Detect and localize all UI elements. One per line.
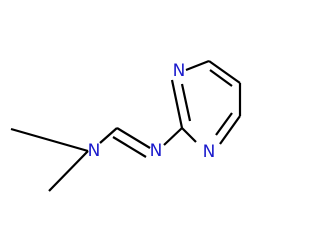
- ring-bond-c6-c5-inner: [209, 69, 233, 87]
- bond-ch-n-double-a: [116, 127, 151, 149]
- bond-n-ring: [163, 127, 183, 146]
- bond-n-ch: [99, 127, 118, 144]
- ring-bond-n1-c6: [185, 59, 210, 72]
- ring-bond-c4-n3-inner: [215, 112, 233, 136]
- ring-bond-c6-c5: [208, 60, 241, 84]
- atom-labels: N N N N: [88, 61, 216, 162]
- ring-bond-c2-n1: [170, 79, 184, 129]
- atom-label-ring-n-bottom: N: [203, 142, 216, 162]
- bond-methyl-bottom: [48, 150, 89, 192]
- ring-bond-c2-n1-inner: [180, 83, 192, 122]
- bonds: [10, 59, 242, 192]
- molecule-canvas: N N N N: [10, 59, 242, 192]
- atom-label-imine-n: N: [150, 141, 163, 161]
- bond-methyl-top: [10, 127, 89, 153]
- ring-bond-n3-c2: [181, 127, 197, 143]
- atom-label-dimethylamino-n: N: [88, 141, 101, 161]
- ring-bond-c4-n3: [219, 115, 241, 145]
- structure-diagram: N N N N: [10, 59, 242, 192]
- bond-ch-n-double-b: [112, 136, 147, 158]
- atom-label-ring-n-top: N: [173, 61, 186, 81]
